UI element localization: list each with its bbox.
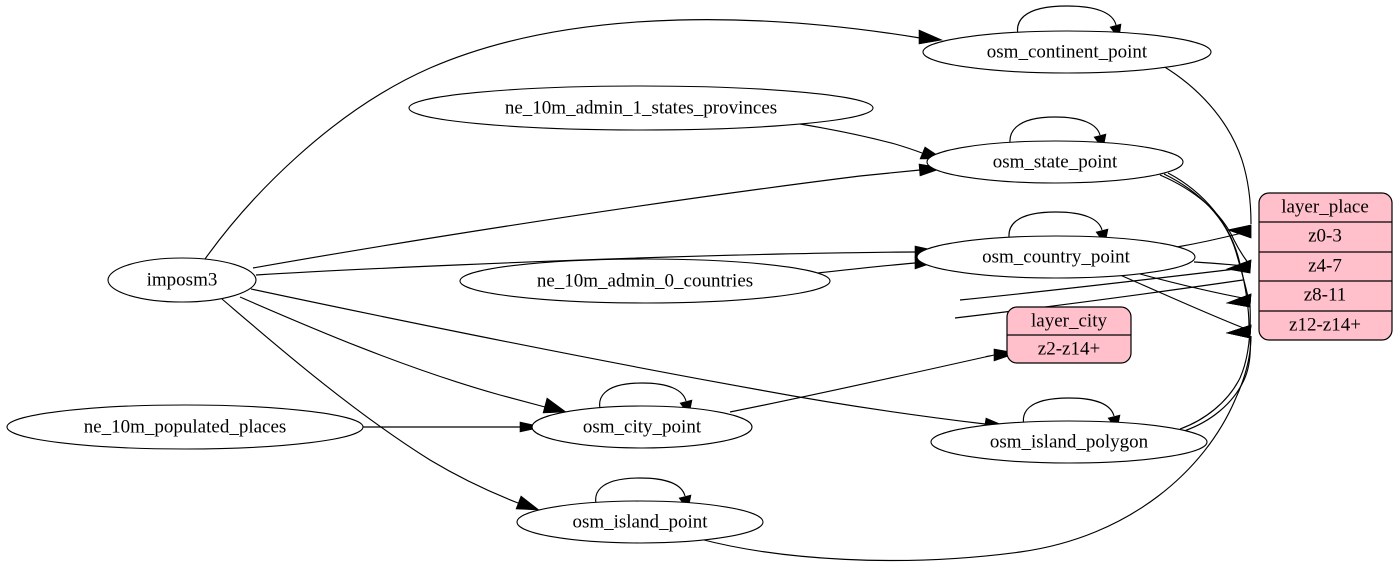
node-osm-continent-point[interactable]: osm_continent_point xyxy=(922,30,1212,74)
record-layer-city-row-z2-z14: z2-z14+ xyxy=(1038,338,1100,359)
node-osm-city-point[interactable]: osm_city_point xyxy=(531,405,753,449)
record-layer-place-row-z8-11: z8-11 xyxy=(1304,284,1347,305)
node-ne-populated-label: ne_10m_populated_places xyxy=(84,416,287,437)
node-osm-continent-point-label: osm_continent_point xyxy=(987,41,1148,62)
node-ne-10m-populated-places[interactable]: ne_10m_populated_places xyxy=(6,404,364,450)
node-osm-island-point-label: osm_island_point xyxy=(572,511,708,532)
edge-osm-city-point-to-layer-city-z2-z14 xyxy=(729,348,1019,413)
node-layer: imposm3 ne_10m_admin_1_states_provinces … xyxy=(6,30,1393,544)
node-imposm3-label: imposm3 xyxy=(147,269,218,290)
node-osm-island-point[interactable]: osm_island_point xyxy=(516,500,764,544)
record-node-layer-place[interactable]: layer_place z0-3 z4-7 z8-11 z12-z14+ xyxy=(1258,192,1393,341)
edge-imposm3-to-osm-city-point xyxy=(239,296,567,414)
edge-ne-populated-to-osm-city-point xyxy=(363,421,544,433)
record-layer-place-row-z4-7: z4-7 xyxy=(1308,255,1342,276)
node-osm-island-polygon-label: osm_island_polygon xyxy=(990,431,1149,452)
record-layer-place-row-z0-3: z0-3 xyxy=(1308,225,1342,246)
node-ne-10m-admin-0-countries[interactable]: ne_10m_admin_0_countries xyxy=(459,258,831,304)
edge-osm-island-polygon-to-layer-place-z12-z14 xyxy=(1183,324,1252,432)
record-node-layer-city[interactable]: layer_city z2-z14+ xyxy=(1006,306,1132,364)
edge-osm-continent-point-to-layer-place-z0-3 xyxy=(1162,65,1252,239)
edge-imposm3-to-osm-continent-point xyxy=(204,19,944,260)
edge-osm-country-point-to-layer-place-z0-3 xyxy=(1176,224,1252,248)
node-ne-states-label: ne_10m_admin_1_states_provinces xyxy=(505,97,777,118)
record-layer-city-row-title: layer_city xyxy=(1031,310,1107,331)
edge-osm-island-point-to-layer-place-z12-z14 xyxy=(699,324,1252,562)
node-osm-country-point[interactable]: osm_country_point xyxy=(916,235,1196,279)
node-ne-10m-admin-1-states-provinces[interactable]: ne_10m_admin_1_states_provinces xyxy=(408,85,874,131)
node-osm-country-point-label: osm_country_point xyxy=(982,246,1130,267)
node-osm-state-point-label: osm_state_point xyxy=(993,151,1118,172)
edge-ne-states-to-osm-state-point xyxy=(799,123,944,160)
node-osm-island-polygon[interactable]: osm_island_polygon xyxy=(930,420,1208,464)
edge-imposm3-to-osm-island-point xyxy=(221,298,540,511)
node-imposm3[interactable]: imposm3 xyxy=(107,257,257,303)
node-osm-state-point[interactable]: osm_state_point xyxy=(926,140,1184,184)
edge-osm-country-point-to-layer-place-z12-z14 xyxy=(1119,274,1252,339)
edge-bundle-crossing-left xyxy=(954,267,1245,319)
record-layer-place-row-title: layer_place xyxy=(1281,196,1369,217)
node-ne-countries-label: ne_10m_admin_0_countries xyxy=(537,270,753,291)
node-osm-city-point-label: osm_city_point xyxy=(583,416,702,437)
edge-osm-island-polygon-to-layer-place-z8-11 xyxy=(1179,293,1252,430)
record-layer-place-row-z12-z14: z12-z14+ xyxy=(1289,314,1361,335)
